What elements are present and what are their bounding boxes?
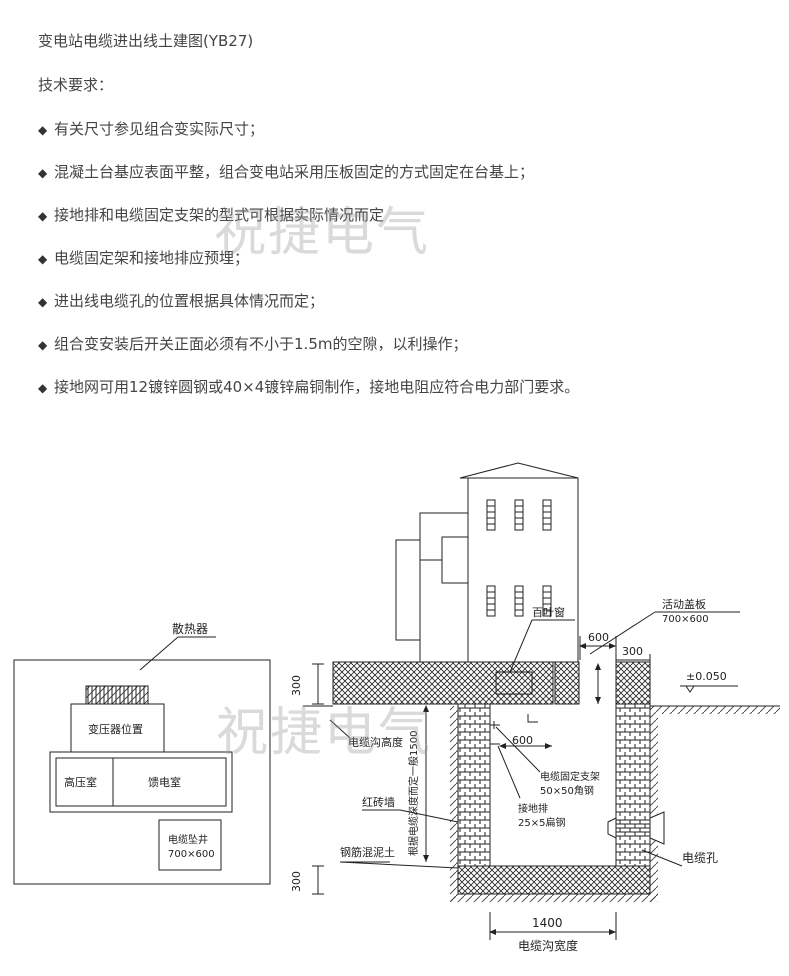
ground-bar-label: 接地排: [518, 802, 548, 815]
cover-label: 活动盖板: [662, 597, 706, 611]
cover-slab: [554, 661, 580, 705]
right-brick-wall: [615, 703, 651, 869]
cover-size: 700×600: [662, 614, 709, 625]
diamond-bullet-icon: ◆: [38, 123, 48, 137]
depth-note: 根据电缆深度而定一般1500: [407, 731, 420, 856]
section-view: [303, 462, 780, 940]
radiator-fins: [87, 686, 145, 704]
radiator: [85, 685, 149, 705]
diamond-bullet-icon: ◆: [38, 338, 48, 352]
requirement-item: ◆电缆固定架和接地排应预埋；: [38, 249, 250, 267]
hv-room-label: 高压室: [64, 775, 97, 789]
width-dim-label: 1400: [532, 916, 563, 930]
page-title: 变电站电缆进出线土建图(YB27): [38, 32, 254, 50]
requirement-item: ◆混凝土台基应表面平整，组合变电站采用压板固定的方式固定在台基上；: [38, 163, 535, 181]
left-brick-wall: [457, 703, 491, 869]
louver-box: [495, 671, 533, 695]
radiator-leader: [139, 636, 179, 671]
diamond-bullet-icon: ◆: [38, 381, 48, 395]
concrete-label: 钢筋混泥土: [340, 845, 395, 859]
cable-well-box: [158, 819, 222, 871]
transformer-label: 变压器位置: [88, 722, 143, 736]
kiosk-roof: [459, 462, 579, 479]
ground-bar-spec: 25×5扁钢: [518, 816, 565, 829]
bottom-concrete: [457, 865, 651, 895]
diamond-bullet-icon: ◆: [38, 252, 48, 266]
trench-width-label: 电缆沟宽度: [518, 938, 578, 953]
right-slab: [615, 661, 651, 705]
dim-300-bottom: 300: [290, 871, 303, 892]
requirement-item: ◆有关尺寸参见组合变实际尺寸；: [38, 120, 265, 138]
dim-300-top: 300: [622, 645, 643, 658]
plan-outline: [13, 659, 271, 885]
switchgear-outer: [49, 751, 233, 813]
cable-hole: [607, 811, 665, 845]
louver-vents: [486, 499, 552, 617]
cable-bracket: [490, 714, 538, 729]
dim-600-top: 600: [588, 631, 609, 644]
dim-600-mid: 600: [512, 734, 533, 747]
bracket-label: 电缆固定支架: [540, 770, 600, 783]
diamond-bullet-icon: ◆: [38, 209, 48, 223]
diamond-bullet-icon: ◆: [38, 166, 48, 180]
elevation-label: ±0.050: [686, 670, 727, 683]
cable-well-label: 电缆坠井: [168, 833, 208, 846]
requirement-item: ◆进出线电缆孔的位置根据具体情况而定；: [38, 292, 325, 310]
cable-well-size: 700×600: [168, 849, 215, 860]
requirements-heading: 技术要求：: [38, 76, 114, 94]
trench-height-label: 电缆沟高度: [348, 735, 403, 749]
feeder-room-label: 馈电室: [148, 775, 181, 789]
bracket-spec: 50×50角钢: [540, 784, 594, 797]
requirement-item: ◆接地排和电缆固定支架的型式可根据实际情况而定: [38, 206, 385, 224]
diamond-bullet-icon: ◆: [38, 295, 48, 309]
brick-wall-label: 红砖墙: [362, 795, 395, 809]
cable-hole-label: 电缆孔: [682, 851, 718, 865]
requirement-item: ◆组合变安装后开关正面必须有不小于1.5m的空隙，以利操作；: [38, 335, 468, 353]
plan-view: [13, 636, 271, 885]
louver-label: 百叶窗: [532, 605, 565, 619]
requirement-item: ◆接地网可用12镀锌圆钢或40×4镀锌扁铜制作，接地电阻应符合电力部门要求。: [38, 378, 580, 396]
dim-300-left: 300: [290, 675, 303, 696]
switchgear-inner: [55, 757, 227, 807]
radiator-label: 散热器: [172, 621, 208, 636]
